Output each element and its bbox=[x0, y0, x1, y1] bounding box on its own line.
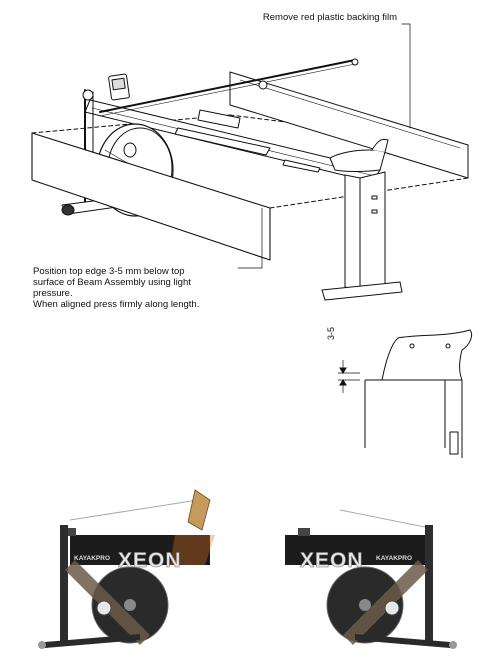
detail-view bbox=[338, 329, 473, 458]
leader-position bbox=[237, 207, 263, 269]
brand-logo-left-big: XEON bbox=[118, 549, 182, 573]
callout-position-line-3: pressure. bbox=[33, 288, 73, 299]
paddle-shaft bbox=[99, 59, 356, 113]
machine-left-illustration bbox=[38, 489, 215, 649]
callout-position-line-1: Position top edge 3-5 mm below top bbox=[33, 266, 185, 277]
callout-remove-film-text: Remove red plastic backing film bbox=[262, 12, 397, 23]
brand-logo-right-small: KAYAKPRO bbox=[376, 555, 413, 562]
callout-position-line-4: When aligned press firmly along length. bbox=[33, 299, 200, 310]
seat bbox=[329, 149, 386, 172]
beam-panel-back bbox=[229, 71, 469, 179]
dimension-label: 3-5 bbox=[326, 326, 336, 340]
brand-logo-left-small: KAYAKPRO bbox=[74, 555, 111, 562]
leader-remove-film bbox=[401, 23, 411, 129]
callout-position-instructions: Position top edge 3-5 mm below top surfa… bbox=[33, 266, 268, 310]
machine-right-illustration bbox=[285, 509, 457, 649]
rear-leg bbox=[344, 174, 361, 291]
beam-panel-front bbox=[31, 132, 271, 261]
callout-position-line-2: surface of Beam Assembly using light bbox=[33, 277, 191, 288]
callout-remove-film: Remove red plastic backing film bbox=[237, 12, 397, 23]
rear-foot bbox=[321, 281, 403, 301]
brand-logo-right-big: XEON bbox=[300, 549, 364, 573]
